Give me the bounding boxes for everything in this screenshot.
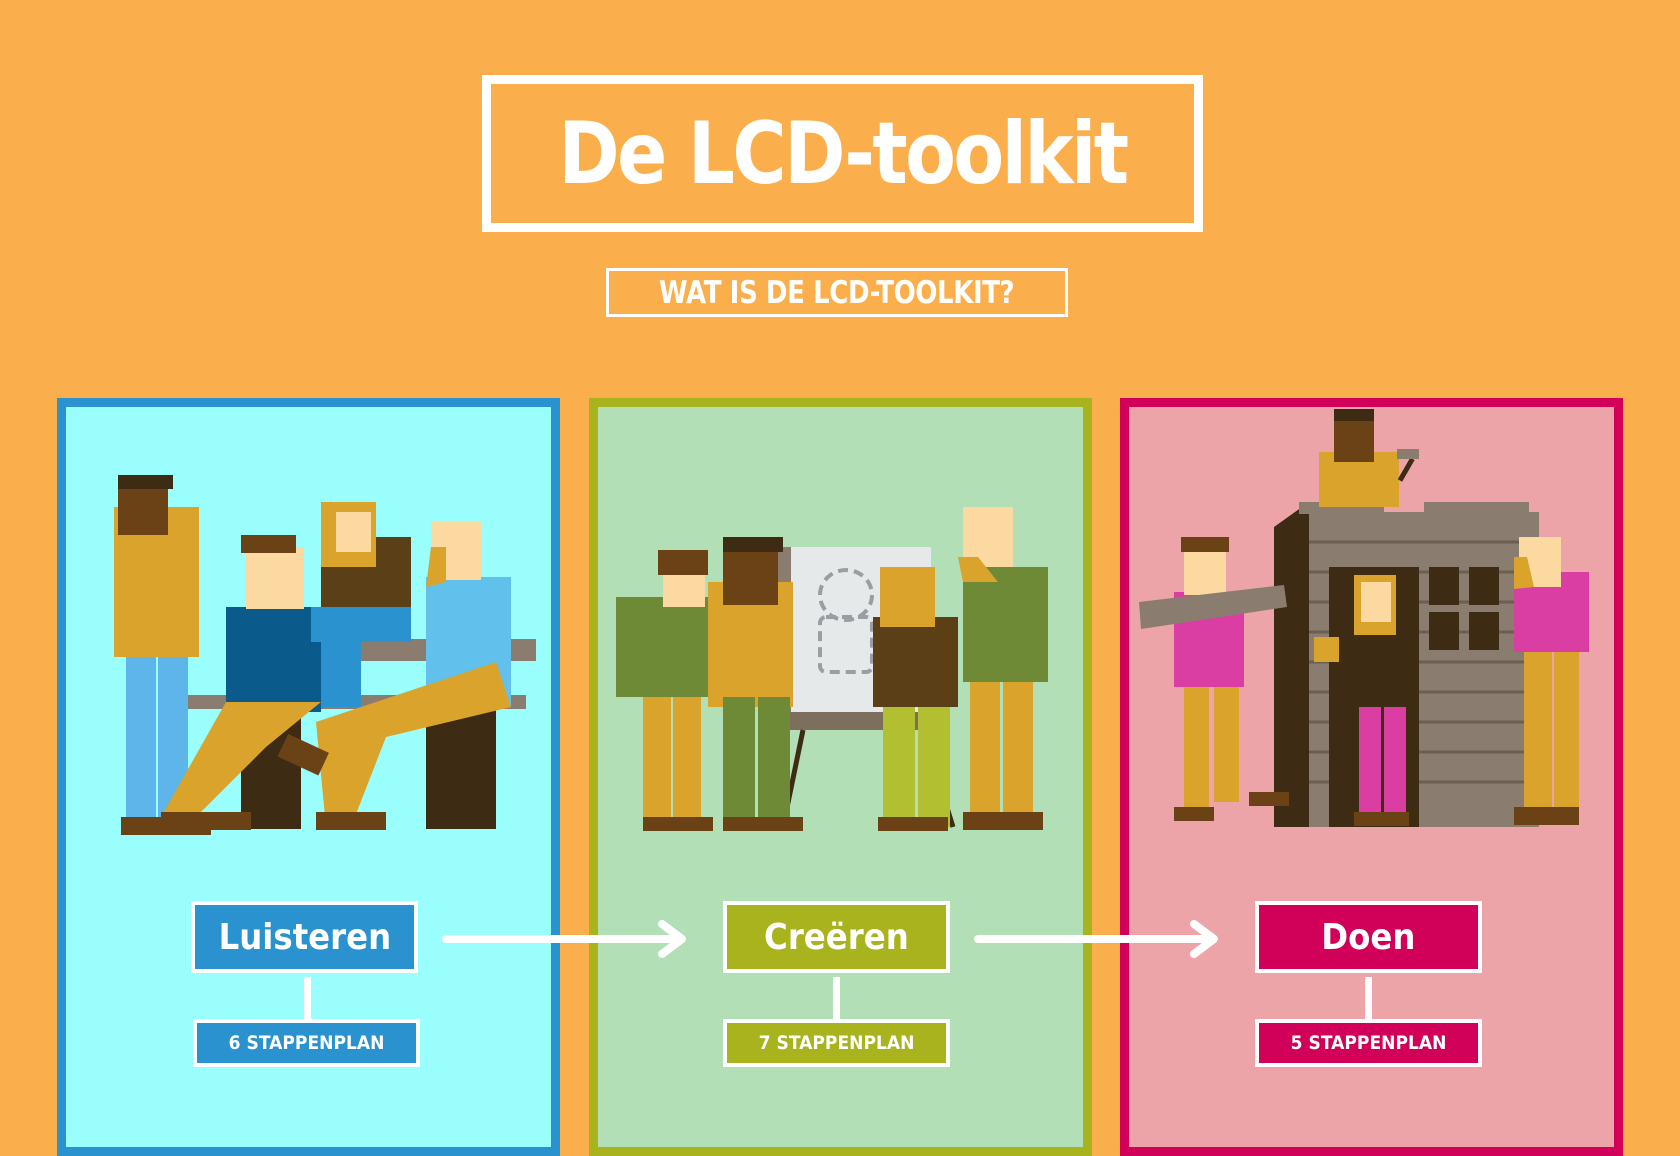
luisteren-connector — [304, 977, 311, 1027]
creeren-steps-label: 7 STAPPENPLAN — [758, 1032, 915, 1054]
doen-button[interactable]: Doen — [1255, 901, 1482, 973]
luisteren-steps-button[interactable]: 6 STAPPENPLAN — [193, 1019, 420, 1067]
what-is-toolkit-button[interactable]: WAT IS DE LCD-TOOLKIT? — [606, 268, 1068, 317]
panel-doen[interactable]: Doen 5 STAPPENPLAN — [1120, 398, 1623, 1156]
doen-connector — [1365, 977, 1372, 1027]
creeren-steps-button[interactable]: 7 STAPPENPLAN — [723, 1019, 950, 1067]
people-building-shed-illustration — [1139, 409, 1589, 827]
doen-label: Doen — [1321, 916, 1416, 958]
luisteren-steps-label: 6 STAPPENPLAN — [228, 1032, 385, 1054]
panel-creeren[interactable]: Creëren 7 STAPPENPLAN — [589, 398, 1092, 1156]
creeren-button[interactable]: Creëren — [723, 901, 950, 973]
creeren-connector — [833, 977, 840, 1027]
arrow-right-icon — [974, 920, 1218, 958]
panel-luisteren[interactable]: Luisteren 6 STAPPENPLAN — [57, 398, 560, 1156]
what-is-toolkit-label: WAT IS DE LCD-TOOLKIT? — [659, 274, 1015, 311]
luisteren-label: Luisteren — [218, 916, 391, 958]
title-box: De LCD-toolkit — [482, 75, 1203, 232]
arrow-right-icon — [442, 920, 686, 958]
page-title: De LCD-toolkit — [558, 103, 1129, 204]
creeren-label: Creëren — [764, 916, 909, 958]
doen-steps-label: 5 STAPPENPLAN — [1290, 1032, 1447, 1054]
people-talking-at-bench-illustration — [114, 475, 536, 835]
people-drawing-on-flipchart-illustration — [616, 507, 1048, 831]
doen-steps-button[interactable]: 5 STAPPENPLAN — [1255, 1019, 1482, 1067]
luisteren-button[interactable]: Luisteren — [191, 901, 418, 973]
